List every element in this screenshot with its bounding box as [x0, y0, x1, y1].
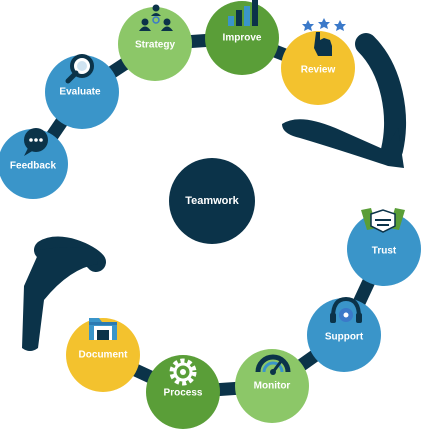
node-strategy-label: Strategy	[135, 40, 175, 51]
node-support: Support	[307, 298, 381, 372]
node-evaluate-circle	[45, 55, 119, 129]
center-label: Teamwork	[185, 195, 239, 207]
folder-icon	[89, 318, 117, 340]
magnifier-icon	[65, 54, 94, 84]
node-document-label: Document	[79, 350, 129, 361]
node-monitor-circle	[235, 349, 309, 423]
arrow-right-curve	[355, 33, 406, 161]
node-strategy: Strategy	[118, 7, 192, 81]
node-document-circle	[66, 318, 140, 392]
node-strategy-circle	[118, 7, 192, 81]
people-network-icon	[139, 4, 173, 31]
node-trust: Trust	[347, 212, 421, 286]
node-improve: Improve	[205, 1, 279, 75]
node-support-label: Support	[325, 332, 364, 343]
node-review-label: Review	[301, 65, 336, 76]
node-document: Document	[66, 318, 140, 392]
node-review: Review	[281, 31, 355, 105]
handshake-icon	[361, 208, 405, 233]
node-monitor-label: Monitor	[254, 381, 291, 392]
node-process-circle	[146, 355, 220, 429]
center-node: Teamwork	[169, 158, 255, 244]
node-improve-circle	[205, 1, 279, 75]
speech-bubble-icon	[24, 128, 48, 156]
node-feedback-label: Feedback	[10, 161, 57, 172]
node-support-circle	[307, 298, 381, 372]
bar-chart-icon	[228, 0, 258, 26]
node-feedback-circle	[0, 129, 68, 199]
node-monitor: Monitor	[235, 349, 309, 423]
arrow-left-head	[22, 247, 98, 351]
hand-stars-icon	[302, 18, 346, 56]
center-circle	[169, 158, 255, 244]
node-trust-label: Trust	[372, 246, 397, 257]
arrow-right-head	[282, 119, 404, 168]
node-improve-label: Improve	[223, 33, 262, 44]
arrows	[22, 33, 406, 351]
node-evaluate-label: Evaluate	[59, 87, 101, 98]
node-trust-circle	[347, 212, 421, 286]
node-evaluate: Evaluate	[45, 55, 119, 129]
node-process-label: Process	[164, 388, 203, 399]
node-feedback: Feedback	[0, 129, 68, 199]
headset-icon	[330, 296, 362, 323]
node-process: Process	[146, 355, 220, 429]
node-review-circle	[281, 31, 355, 105]
gear-icon	[169, 358, 197, 386]
gauge-icon	[255, 354, 291, 375]
